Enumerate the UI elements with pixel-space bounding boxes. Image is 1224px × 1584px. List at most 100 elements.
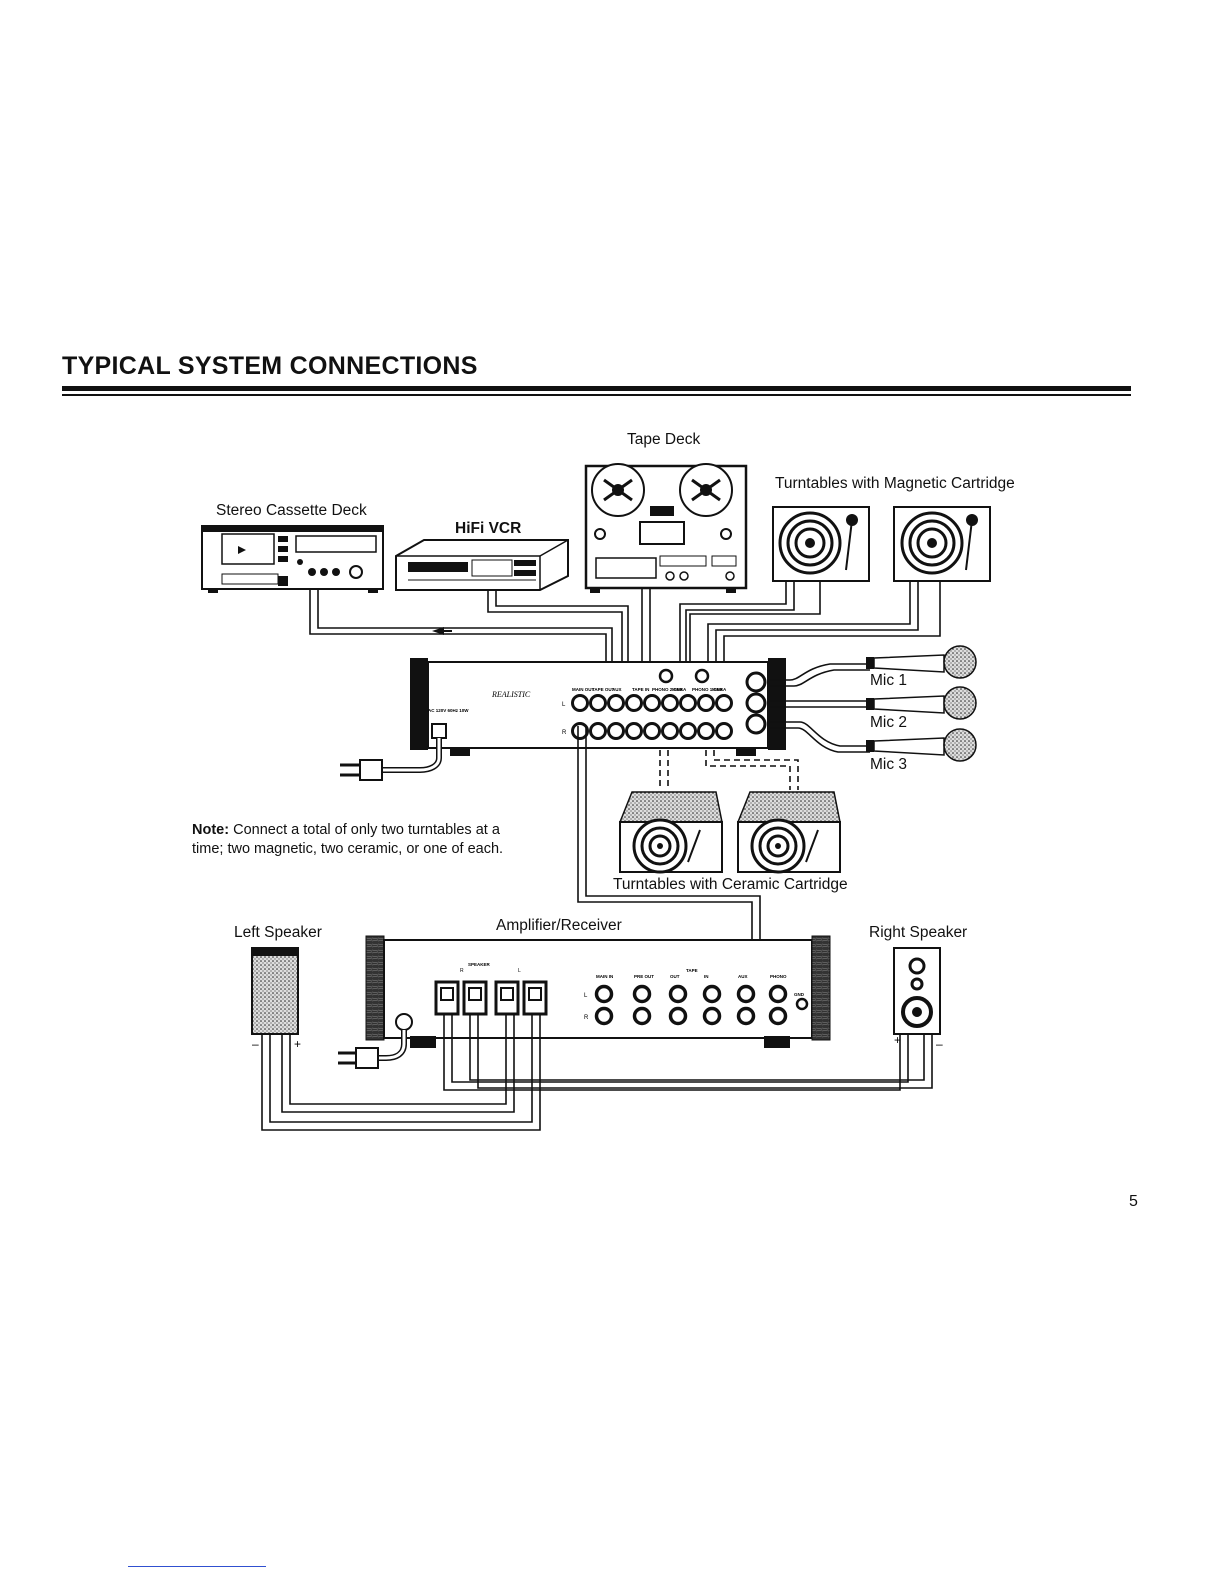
mixer-gnd-terminal (694, 668, 710, 684)
amp-jack-label: MAIN IN (596, 974, 613, 979)
mic-cables (770, 663, 870, 753)
reel-to-reel-icon (584, 463, 748, 593)
mixer-channel-left: L (562, 702, 566, 708)
mixer-power-plug-icon (340, 723, 447, 781)
mixer-jack-label: MAG (672, 687, 683, 692)
page-title: TYPICAL SYSTEM CONNECTIONS (62, 352, 478, 380)
mixer-jack-label: TAPE OUT (592, 687, 615, 692)
mixer-jack-label: PHONO 2 CERA (652, 687, 687, 692)
amp-jack-left (594, 984, 614, 1004)
mixer-jack-label: AUX (612, 687, 622, 692)
speaker-polarity-minus: – (252, 1037, 259, 1051)
mixer-jack-label: PHONO 1 CERA (692, 687, 727, 692)
mixer-jack-right (571, 722, 589, 740)
turntable-note: Note: Connect a total of only two turnta… (192, 821, 532, 859)
ceramic-cables (659, 750, 799, 790)
mixer-channel-right: R (562, 730, 567, 736)
magnetic-turntable-2-icon (893, 506, 991, 582)
arrow-icon (432, 627, 444, 635)
amp-jack-left (702, 984, 722, 1004)
mic-1-label: Mic 1 (870, 672, 908, 689)
mixer-jack-right (643, 722, 661, 740)
ceramic-turntable-1-icon (618, 791, 723, 874)
mixer-jack-left (589, 694, 607, 712)
mixer-jack-left (571, 694, 589, 712)
mic-3-label: Mic 3 (870, 756, 908, 773)
amp-jack-right (702, 1006, 722, 1026)
mixer-jack-right (715, 722, 733, 740)
amp-jack-left (668, 984, 688, 1004)
amp-gnd-label: GND (794, 992, 805, 997)
right-speaker-icon (893, 947, 941, 1035)
microphone-1-icon (866, 645, 977, 679)
mixer-jack-label: MAG (712, 687, 723, 692)
speaker-polarity-minus: – (936, 1037, 943, 1051)
speaker-heading-label: SPEAKER (468, 962, 491, 967)
magnetic-turntable-1-icon (772, 506, 870, 582)
speaker-polarity-plus: + (894, 1033, 901, 1047)
note-text: Connect a total of only two turntables a… (192, 822, 504, 857)
right-speaker-label: Right Speaker (869, 924, 968, 941)
mixer-gnd-terminal (658, 668, 674, 684)
speaker-wires (261, 1014, 933, 1131)
amp-gnd-terminal (795, 997, 809, 1011)
amp-speaker-terminals: SPEAKER R L (434, 962, 548, 1016)
page-number: 5 (1129, 1193, 1138, 1210)
mixer-jack-left (661, 694, 679, 712)
cassette-deck-icon (201, 525, 384, 593)
note-heading: Note: (192, 822, 230, 838)
amplifier-receiver-label: Amplifier/Receiver (496, 917, 622, 934)
left-speaker-icon (251, 947, 299, 1035)
mixer-brand-logo: REALISTIC (491, 690, 531, 699)
hifi-vcr-label: HiFi VCR (455, 520, 522, 537)
title-rule-thin (62, 394, 1131, 396)
left-speaker-label: Left Speaker (234, 924, 322, 941)
amp-jack-right (736, 1006, 756, 1026)
mixer-jack-left (679, 694, 697, 712)
amp-jack-label: IN (704, 974, 709, 979)
title-rule-thick (62, 386, 1131, 391)
amp-jack-left (632, 984, 652, 1004)
tape-deck-label: Tape Deck (627, 431, 701, 448)
speaker-terminal-clip (528, 987, 542, 1001)
ceramic-turntable-2-icon (736, 791, 841, 874)
amp-jack-right (632, 1006, 652, 1026)
amp-jack-left (768, 984, 788, 1004)
amp-channel-right: R (584, 1015, 589, 1021)
speaker-polarity-plus: + (294, 1037, 301, 1051)
mic-jacks (745, 671, 767, 735)
mixer-jack-left (715, 694, 733, 712)
amp-tape-label: TAPE (686, 968, 698, 973)
speaker-terminal-clip (440, 987, 454, 1001)
footer-rule (128, 1566, 266, 1567)
mic-2-label: Mic 2 (870, 714, 908, 731)
amp-jack-right (768, 1006, 788, 1026)
mixer-jack-label: MAIN OUT (572, 687, 594, 692)
speaker-terminal-clip (500, 987, 514, 1001)
turntables-magnetic-label: Turntables with Magnetic Cartridge (775, 475, 1015, 492)
amp-jack-right (594, 1006, 614, 1026)
microphone-2-icon (866, 686, 977, 720)
speaker-terminal-clip (468, 987, 482, 1001)
mixer-jack-right (589, 722, 607, 740)
mixer-jack-left (607, 694, 625, 712)
amp-jack-label: PRE OUT (634, 974, 654, 979)
amp-jack-label: AUX (738, 974, 748, 979)
amp-jack-label: OUT (670, 974, 680, 979)
amp-jack-left (736, 984, 756, 1004)
amp-channel-left: L (584, 993, 588, 999)
speaker-l-label: L (518, 968, 521, 974)
amp-jack-label: PHONO (770, 974, 787, 979)
amp-jack-right (668, 1006, 688, 1026)
amp-power-plug-icon (338, 1013, 413, 1069)
microphone-3-icon (866, 728, 977, 762)
stereo-cassette-deck-label: Stereo Cassette Deck (216, 502, 367, 519)
mixer-jack-right (607, 722, 625, 740)
mixer-jack-right (661, 722, 679, 740)
mixer-jack-right (679, 722, 697, 740)
mixer-power-label: AC 120V 60Hz 10W (428, 708, 469, 713)
mixer-jack-right (625, 722, 643, 740)
mixer-jack-left (625, 694, 643, 712)
speaker-r-label: R (460, 968, 464, 974)
